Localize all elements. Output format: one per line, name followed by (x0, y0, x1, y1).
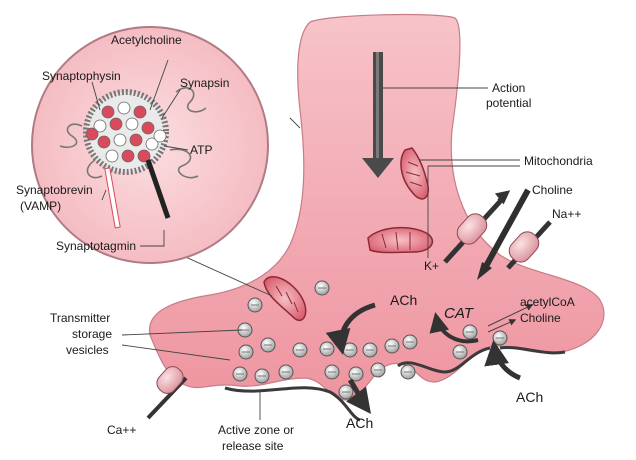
label-synaptobrevin: Synaptobrevin (16, 183, 93, 197)
label-potassium: K+ (424, 259, 439, 273)
label-acetylcholine: Acetylcholine (111, 33, 182, 47)
label-synaptophysin: Synaptophysin (42, 69, 121, 83)
acetylcholine-molecule (113, 133, 127, 147)
synaptotagmin (145, 159, 171, 219)
label-ach-right: ACh (516, 389, 543, 405)
acetylcholine-molecule (101, 105, 115, 119)
label-release-site: release site (222, 439, 284, 453)
sodium-channel (506, 220, 552, 270)
ach-release-arrow (346, 378, 371, 415)
label-ach-bottom: ACh (346, 415, 373, 431)
nerve-terminal (148, 13, 605, 401)
label-vesicles: vesicles (66, 343, 109, 357)
label-mitochondria: Mitochondria (524, 154, 593, 168)
choline-reuptake-arrow (484, 340, 522, 381)
acetylcholine-molecule (117, 101, 131, 115)
acetylcholine-molecule (137, 149, 151, 163)
label-transmitter: Transmitter (50, 311, 110, 325)
mitochondrion-upper (400, 147, 430, 200)
label-calcium: Ca++ (107, 423, 136, 437)
calcium-channel (146, 366, 188, 420)
acetylcholine-molecule (141, 121, 155, 135)
synaptobrevin (104, 167, 121, 229)
label-sodium: Na++ (552, 207, 581, 221)
acetylcholine-molecule (145, 137, 159, 151)
acetylcholine-molecule (125, 117, 139, 131)
mitochondrion-lower (367, 226, 434, 254)
acetylcholine-molecule (105, 149, 119, 163)
mitochondrion-left (263, 276, 307, 321)
action-potential-arrow (362, 52, 394, 178)
label-storage: storage (72, 327, 112, 341)
acetylcholine-molecules (85, 101, 167, 163)
acetylcholine-molecule (153, 129, 167, 143)
label-acetylcoa: acetylCoA (520, 295, 575, 309)
label-potential: potential (486, 96, 531, 110)
label-atp: ATP (190, 143, 212, 157)
vesicle-inset (31, 26, 301, 297)
label-choline-right: Choline (520, 311, 561, 325)
label-action: Action (492, 81, 525, 95)
label-cat: CAT (444, 305, 475, 322)
acetylcholine-molecule (129, 133, 143, 147)
acetylcholine-molecule (85, 127, 99, 141)
label-ach-left: ACh (390, 292, 417, 308)
acetylcholine-molecule (93, 119, 107, 133)
acetylcholine-molecule (109, 117, 123, 131)
label-active-zone: Active zone or (218, 423, 294, 437)
acetylcholine-molecule (133, 105, 147, 119)
acetylcholine-molecule (97, 135, 111, 149)
label-vamp: (VAMP) (20, 199, 61, 213)
label-choline-top: Choline (532, 183, 573, 197)
choline-uptake-arrow (482, 188, 531, 270)
label-synapsin: Synapsin (180, 76, 229, 90)
cat-arrow (429, 312, 479, 344)
acetylcholine-molecule (121, 149, 135, 163)
choline-transporter (443, 190, 511, 264)
label-synaptotagmin: Synaptotagmin (56, 239, 136, 253)
ach-recycle-arrow (325, 302, 376, 355)
